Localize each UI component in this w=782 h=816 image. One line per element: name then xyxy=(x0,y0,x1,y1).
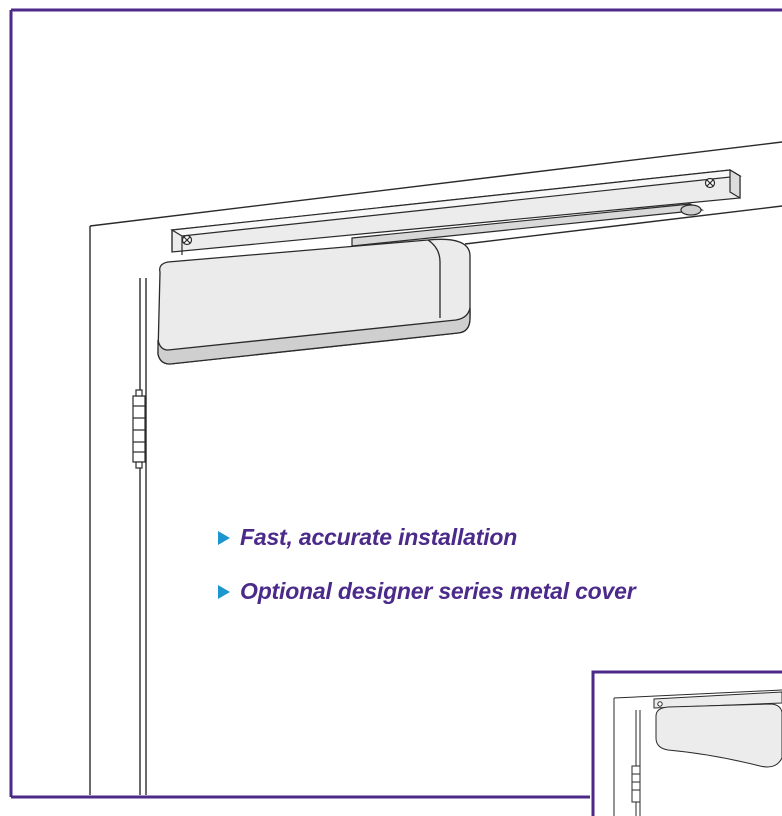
feature-list-item: Fast, accurate installation xyxy=(218,522,635,552)
feature-list: Fast, accurate installation Optional des… xyxy=(218,522,636,630)
hinge xyxy=(132,389,146,469)
door-closer-body xyxy=(157,238,471,365)
inset-image xyxy=(591,670,782,816)
slide-track xyxy=(170,168,742,255)
feature-list-item: Optional designer series metal cover xyxy=(218,576,636,606)
arrow-right-icon xyxy=(218,584,230,599)
feature-text: Fast, accurate installation xyxy=(240,523,518,550)
arrow-right-icon xyxy=(218,530,230,545)
door-frame xyxy=(89,141,782,795)
frame-border xyxy=(9,8,782,799)
feature-text: Optional designer series metal cover xyxy=(240,577,636,604)
